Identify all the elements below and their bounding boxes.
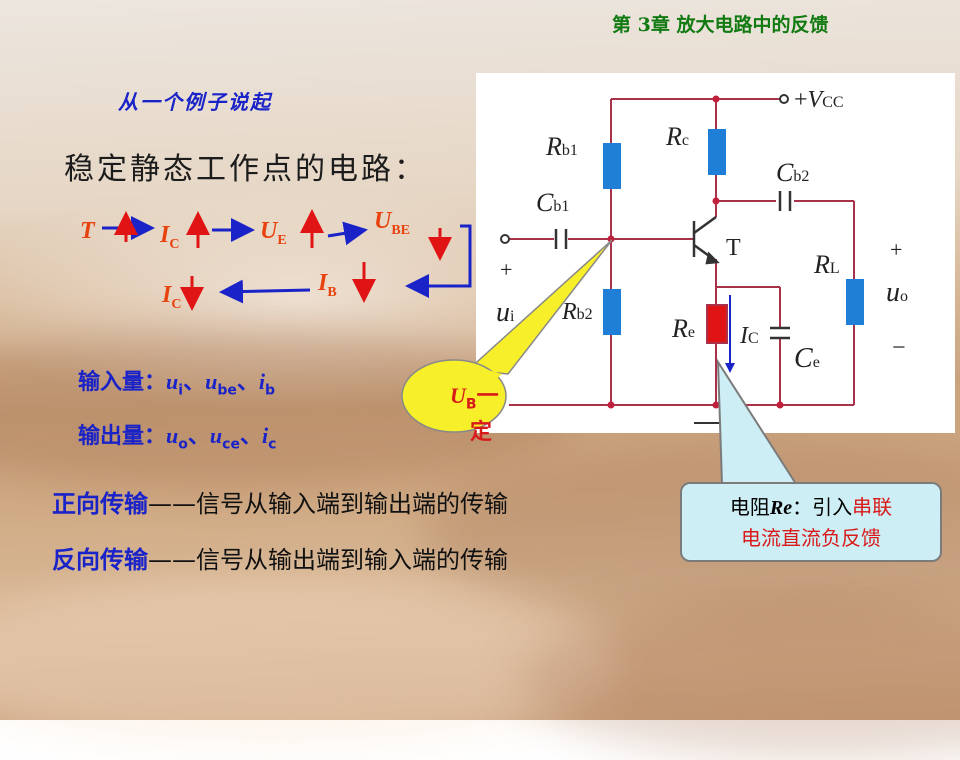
svg-text:T: T: [726, 235, 741, 261]
capacitor-cb1: [554, 229, 568, 249]
flow-T: T: [80, 218, 95, 244]
svg-text:−: −: [892, 335, 906, 361]
svg-text:Rc: Rc: [665, 122, 689, 151]
flow-IB: IB: [318, 270, 337, 300]
resistor-rl: [846, 279, 864, 325]
circuit-wires: [509, 98, 855, 406]
circuit-title: 稳定静态工作点的电路：: [64, 152, 427, 187]
resistor-re: [706, 304, 728, 344]
capacitor-cb2: [778, 191, 792, 211]
chapter-header: 第 3章 放大电路中的反馈: [612, 14, 829, 36]
input-quantities: 输入量：ui、ube、ib: [78, 369, 276, 399]
flow-UBE: UBE: [374, 208, 411, 238]
output-quantities: 输出量：uo、uce、ic: [78, 423, 277, 453]
resistor-rb2: [603, 289, 621, 335]
resistor-rb1: [603, 143, 621, 189]
svg-text:+: +: [500, 257, 512, 282]
flow-IC-2: IC: [162, 282, 182, 312]
svg-text:Ce: Ce: [794, 343, 820, 374]
svg-text:Rb2: Rb2: [561, 299, 593, 325]
ub-callout-text-2: 定: [470, 420, 493, 445]
svg-text:uo: uo: [886, 277, 908, 308]
svg-text:Cb2: Cb2: [776, 158, 809, 187]
reverse-transfer: 反向传输——信号从输出端到输入端的传输: [52, 546, 508, 574]
ub-callout: [401, 239, 613, 433]
svg-text:IC: IC: [739, 323, 759, 349]
svg-text:ui: ui: [496, 297, 515, 328]
svg-text:RL: RL: [813, 250, 840, 279]
feedback-flow-arrows: [102, 209, 472, 311]
resistor-rc: [708, 129, 726, 175]
re-callout: 电阻Re：引入串联 电流直流负反馈: [680, 482, 942, 562]
capacitor-ce: [770, 326, 790, 340]
svg-text:+VCC: +VCC: [794, 87, 844, 113]
ub-callout-text: UB一: [450, 383, 499, 413]
amplifier-circuit-diagram: +VCC Rb1 Rc Cb2 Cb1 T RL + uo − + ui Rb2…: [476, 73, 955, 433]
re-callout-pointer: [716, 358, 798, 485]
vcc-terminal: [779, 94, 789, 104]
flow-UE: UE: [260, 218, 287, 248]
input-terminal: [500, 234, 510, 244]
transistor-symbol: [692, 215, 720, 265]
svg-text:Rb1: Rb1: [545, 132, 578, 161]
svg-text:Re: Re: [671, 314, 695, 343]
flow-IC-1: IC: [160, 222, 180, 252]
svg-text:Cb1: Cb1: [536, 188, 569, 217]
forward-transfer: 正向传输——信号从输入端到输出端的传输: [52, 490, 508, 518]
svg-text:+: +: [890, 237, 902, 262]
section-subtitle: 从一个例子说起: [118, 90, 272, 114]
